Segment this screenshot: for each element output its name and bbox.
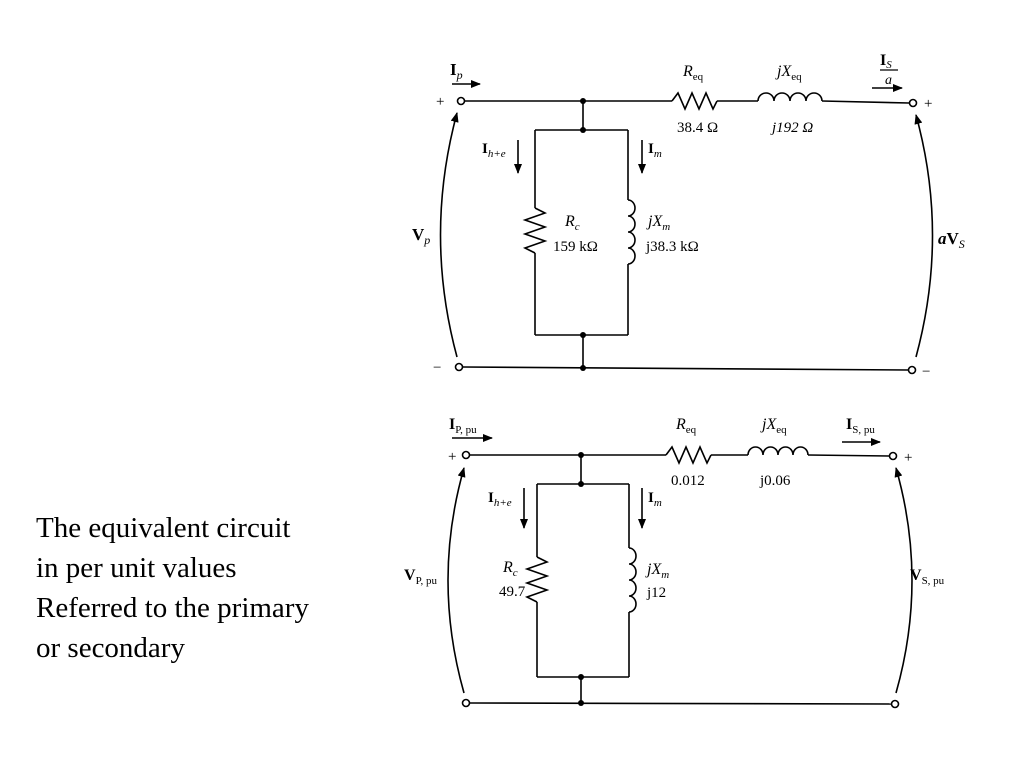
node-dot xyxy=(580,127,586,133)
bottom-wire xyxy=(462,366,909,371)
is-label: IS, pu xyxy=(846,416,875,436)
xeq-value: j0.06 xyxy=(759,473,791,489)
ihe-label: Ih+e xyxy=(482,141,506,160)
wire-segment xyxy=(821,100,910,104)
rc-resistor xyxy=(522,207,548,254)
node-dot xyxy=(580,98,586,104)
bottom-wire xyxy=(469,702,892,705)
rc-value: 49.7 xyxy=(499,584,526,600)
node-dot xyxy=(578,700,584,706)
plus-right-label: + xyxy=(924,96,932,112)
xeq-value: j192 Ω xyxy=(770,120,813,136)
minus-left-label: − xyxy=(433,360,441,376)
terminal-top-right xyxy=(908,98,918,108)
req-value: 38.4 Ω xyxy=(677,120,718,136)
xm-value: j38.3 kΩ xyxy=(645,239,699,255)
node-dot xyxy=(578,481,584,487)
caption-line: Referred to the primary xyxy=(36,592,309,624)
node-dot xyxy=(578,674,584,680)
terminal-bottom-left xyxy=(461,698,471,708)
minus-right-label: − xyxy=(922,364,930,380)
vp-arc xyxy=(439,112,459,358)
req-resistor xyxy=(665,445,712,465)
plus-left-label: + xyxy=(448,449,456,465)
xeq-label: jXeq xyxy=(775,63,802,83)
vs-arc xyxy=(894,467,913,694)
avs-arc xyxy=(914,114,934,358)
node-dot xyxy=(580,332,586,338)
req-label: Req xyxy=(682,63,704,83)
terminal-bottom-right xyxy=(907,365,917,375)
bottom-circuit xyxy=(447,434,913,709)
xm-label: jXm xyxy=(646,213,670,233)
vs-label: VS, pu xyxy=(910,567,945,587)
req-value: 0.012 xyxy=(671,473,705,489)
rc-label: Rc xyxy=(502,559,518,579)
xeq-inductor xyxy=(757,92,823,102)
terminal-top-left xyxy=(456,96,466,106)
node-dot xyxy=(580,365,586,371)
ihe-label: Ih+e xyxy=(488,490,512,509)
xm-inductor xyxy=(627,199,636,265)
vp-label: Vp xyxy=(412,225,430,247)
bottom-nodes xyxy=(578,452,584,706)
is-denominator: a xyxy=(885,73,892,88)
vp-label: VP, pu xyxy=(404,567,437,587)
plus-right-label: + xyxy=(904,450,912,466)
rc-label: Rc xyxy=(564,213,580,233)
top-circuit xyxy=(439,80,934,375)
req-resistor xyxy=(671,91,718,111)
xeq-label: jXeq xyxy=(760,416,787,436)
caption-line: or secondary xyxy=(36,632,185,664)
terminal-top-right xyxy=(888,451,898,461)
ip-label: IP, pu xyxy=(449,416,477,436)
caption: The equivalent circuit in per unit value… xyxy=(36,508,376,668)
req-label: Req xyxy=(675,416,697,436)
im-label: Im xyxy=(648,141,662,160)
ip-label: Ip xyxy=(450,60,463,82)
xm-label: jXm xyxy=(645,561,669,581)
rc-value: 159 kΩ xyxy=(553,239,598,255)
top-nodes xyxy=(580,98,586,371)
plus-left-label: + xyxy=(436,94,444,110)
vp-arc xyxy=(447,467,466,694)
is-numerator: IS xyxy=(880,52,892,71)
avs-label: aVS xyxy=(938,229,965,251)
terminal-top-left xyxy=(461,450,471,460)
node-dot xyxy=(578,452,584,458)
terminal-bottom-right xyxy=(890,699,900,709)
xm-inductor xyxy=(628,547,637,613)
wire-segment xyxy=(807,454,890,457)
rc-resistor xyxy=(524,556,550,603)
caption-line: in per unit values xyxy=(36,552,237,584)
xm-value: j12 xyxy=(646,585,666,601)
xeq-inductor xyxy=(747,446,809,456)
terminal-bottom-left xyxy=(454,362,464,372)
im-label: Im xyxy=(648,490,662,509)
caption-line: The equivalent circuit xyxy=(36,512,291,544)
